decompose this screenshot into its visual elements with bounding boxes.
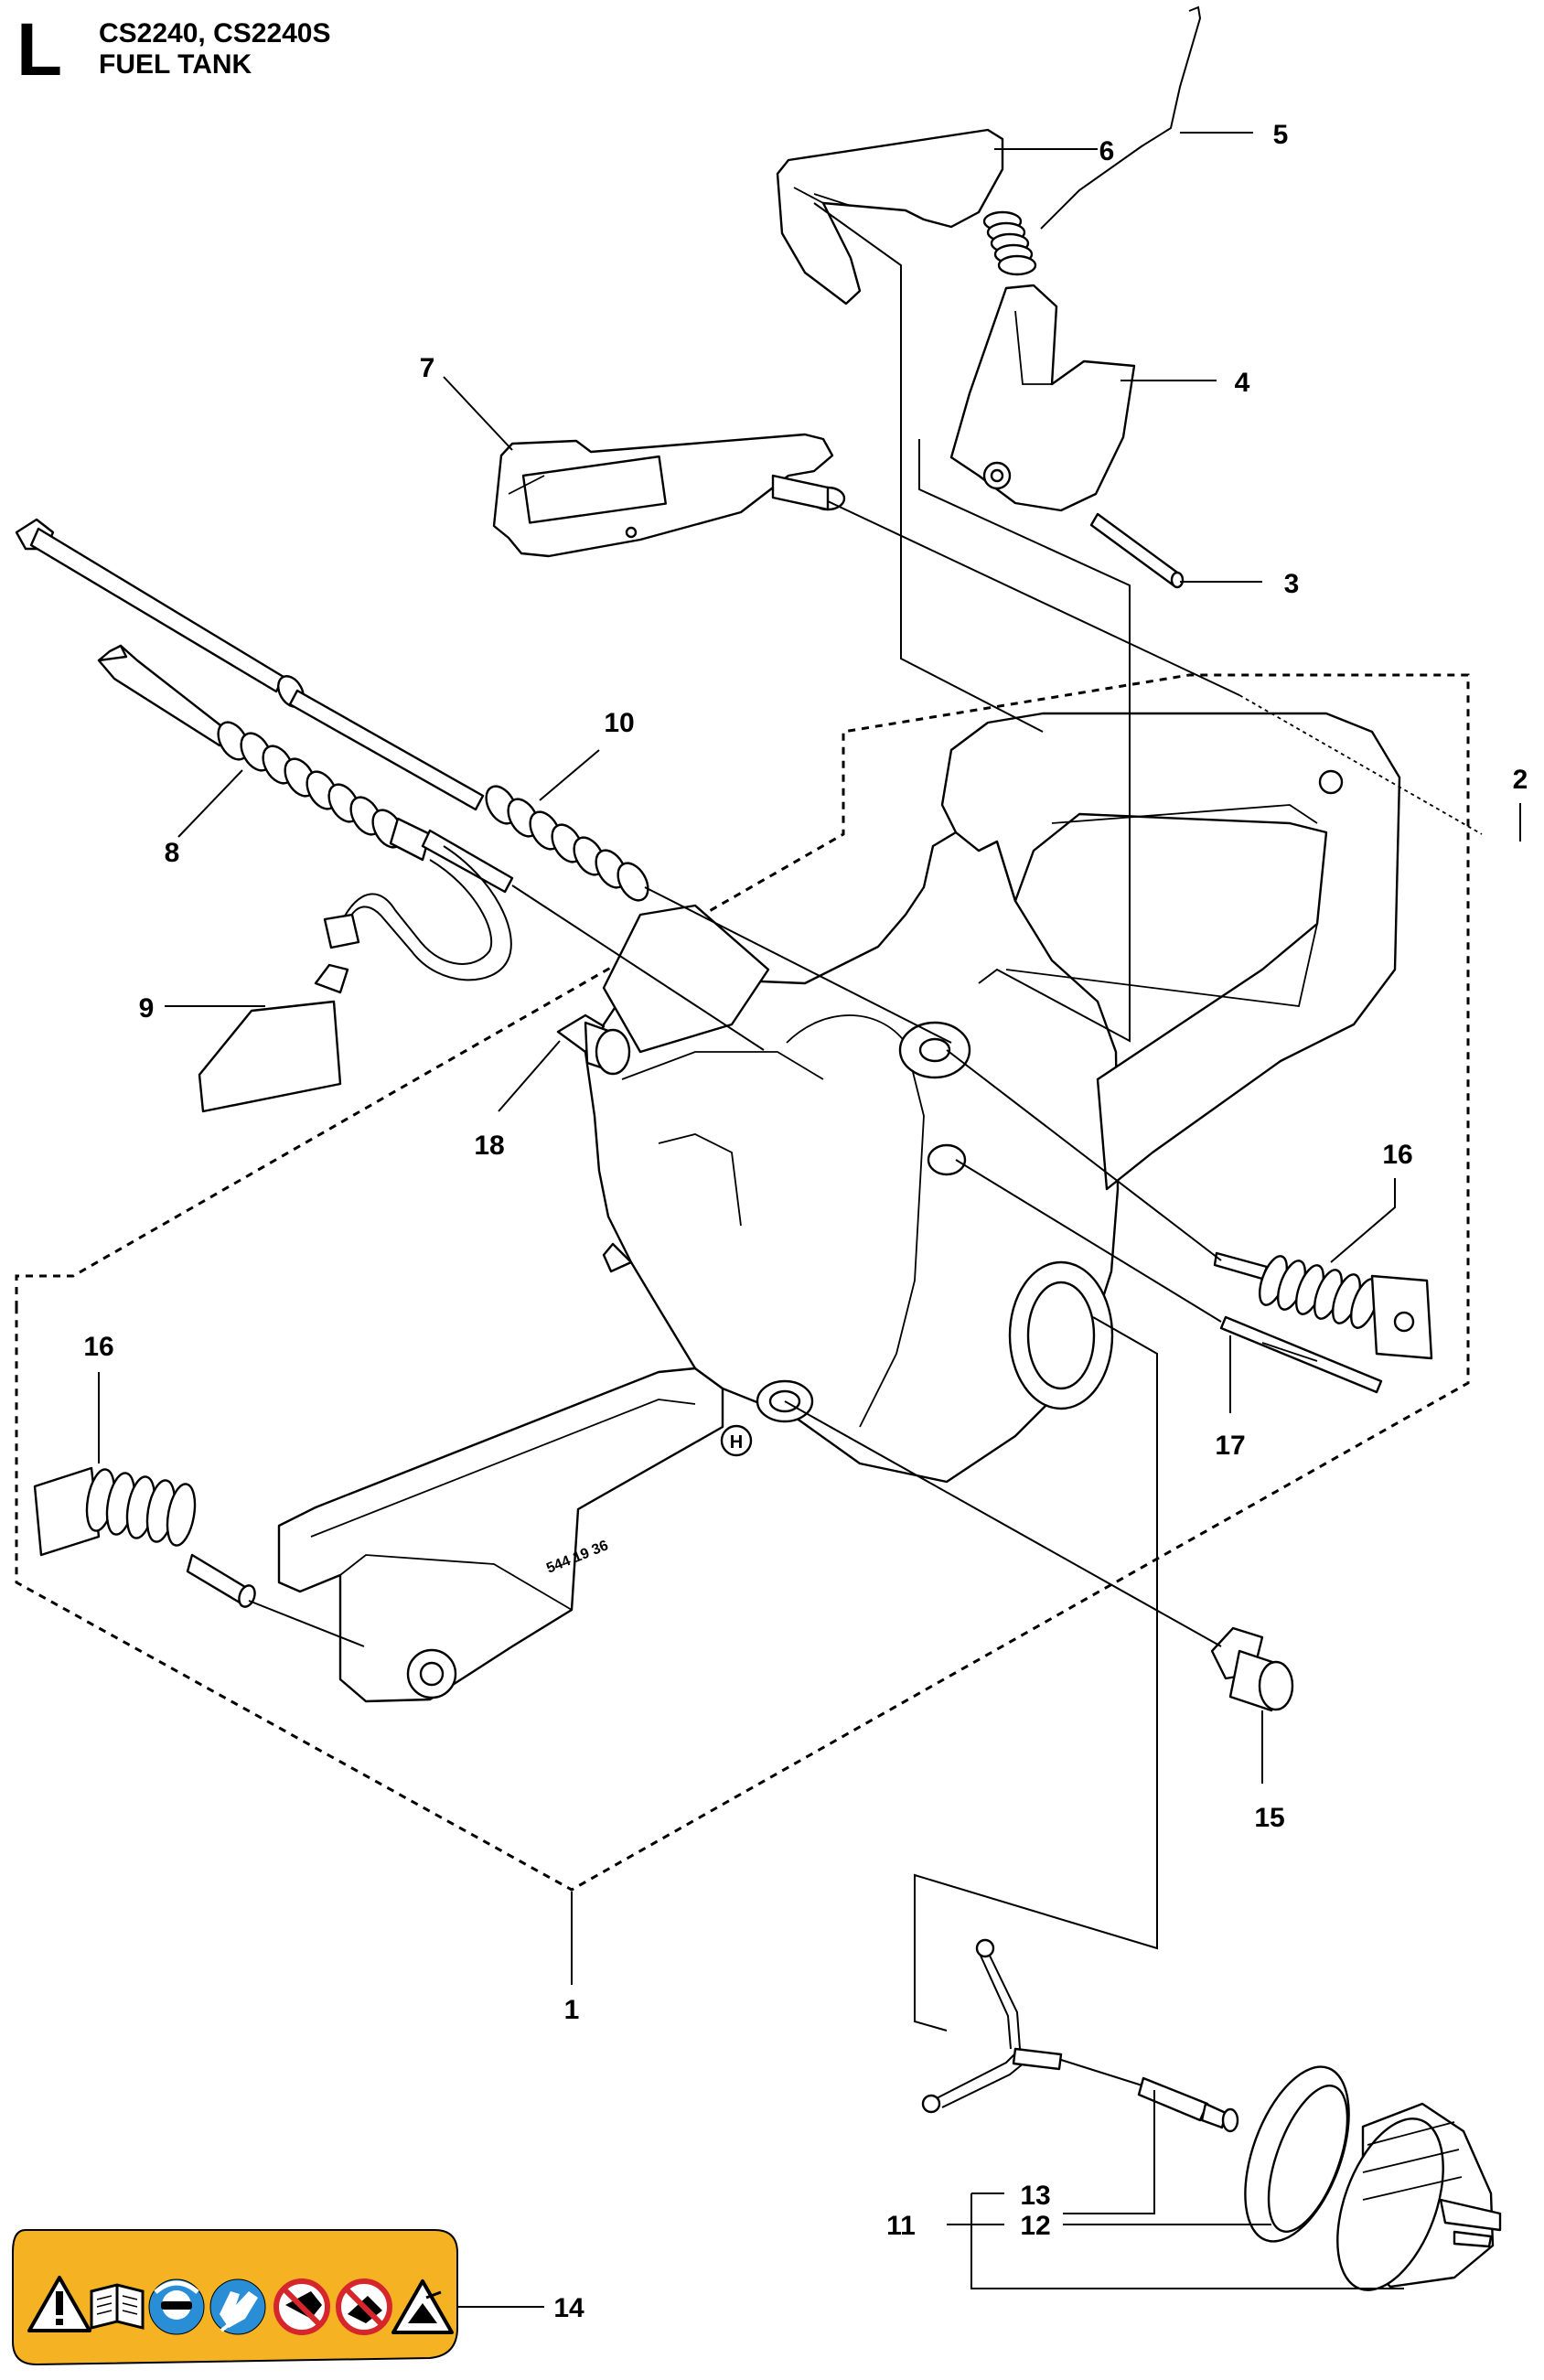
anti-vibration-spring-right [1213, 1251, 1433, 1360]
anti-vibration-spring-left [33, 1466, 256, 1608]
callout-14: 14 [553, 2293, 584, 2323]
callout-13: 13 [1020, 2181, 1050, 2211]
wear-gloves-icon [209, 2278, 266, 2335]
handle-cover [776, 128, 1004, 306]
fuel-tank-housing: H 544 19 36 [277, 712, 1401, 1703]
assembly-boundary-dashed [15, 673, 1470, 1892]
section-letter: L [16, 8, 63, 91]
callout-18: 18 [474, 1131, 504, 1161]
page-title: FUEL TANK [99, 49, 252, 80]
callout-1: 1 [564, 1995, 580, 2025]
callout-17: 17 [1215, 1431, 1245, 1461]
callout-15: 15 [1254, 1803, 1284, 1833]
read-manual-icon [90, 2283, 145, 2330]
leader-lines [98, 132, 1521, 2308]
pin [1219, 1315, 1383, 1394]
callout-5: 5 [1273, 120, 1289, 150]
warning-decal [12, 2229, 458, 2366]
callout-2: 2 [1513, 765, 1528, 795]
fitting [1210, 1626, 1294, 1712]
no-kickback-icon [336, 2278, 392, 2335]
callout-7: 7 [420, 353, 435, 383]
callout-4: 4 [1235, 368, 1250, 398]
vent-hose [15, 518, 649, 902]
trigger-pin [1089, 512, 1185, 589]
callout-16-left: 16 [83, 1332, 113, 1362]
throttle-lockout [492, 433, 846, 558]
tank-cap-assembly [921, 1938, 1502, 2291]
callout-10: 10 [604, 708, 634, 738]
fuel-hose [97, 644, 514, 894]
callout-11: 11 [886, 2211, 916, 2241]
fuel-filter [198, 845, 512, 1113]
callout-3: 3 [1284, 569, 1300, 599]
no-one-hand-use-icon [273, 2278, 330, 2335]
kickback-warning-icon [391, 2279, 454, 2334]
wear-protection-icon [148, 2278, 205, 2335]
bushing [556, 1013, 631, 1076]
tank-brand-logo: H [730, 1432, 743, 1453]
throttle-trigger [949, 284, 1136, 512]
callout-6: 6 [1099, 136, 1115, 166]
callout-12: 12 [1020, 2211, 1050, 2241]
trigger-spring [982, 5, 1202, 276]
model-numbers: CS2240, CS2240S [99, 18, 331, 48]
callout-16-right: 16 [1382, 1140, 1412, 1170]
callout-8: 8 [165, 838, 180, 868]
callout-9: 9 [139, 993, 155, 1024]
warning-triangle-icon [27, 2276, 91, 2332]
